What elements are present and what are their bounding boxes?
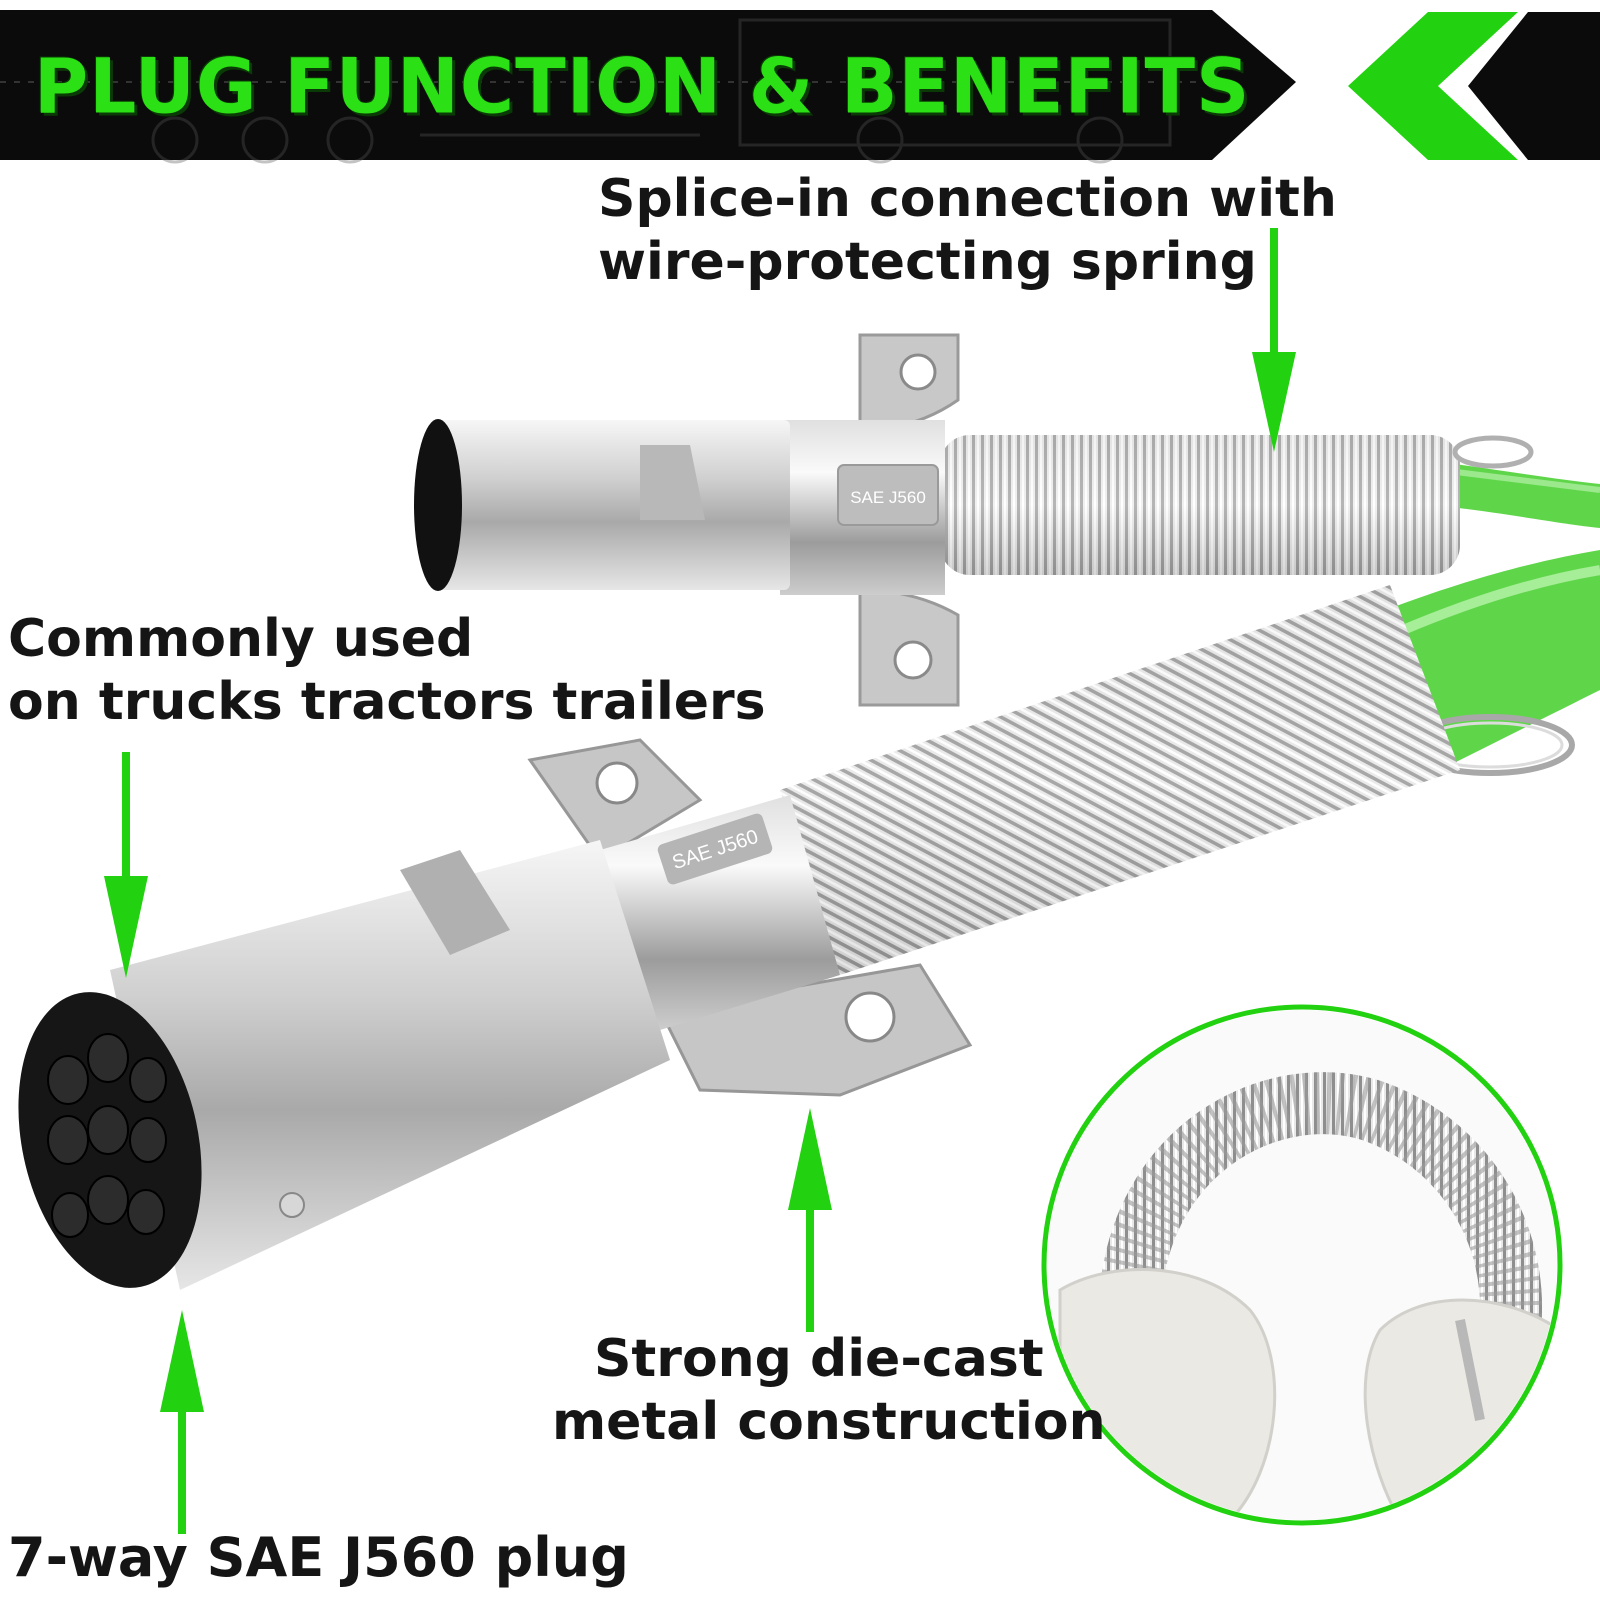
- callout-line: Commonly used: [8, 609, 474, 669]
- callout-line: metal construction: [552, 1392, 1106, 1453]
- splice-connection-callout: Splice-in connection with wire-protectin…: [598, 168, 1337, 295]
- chevron-left-icon: [1348, 12, 1600, 160]
- header-banner: [0, 10, 1296, 164]
- arrow-down-icon: [104, 752, 148, 978]
- callout-line: Splice-in connection with: [598, 169, 1337, 229]
- arrow-down-icon: [1252, 228, 1296, 452]
- construction-callout: Strong die-cast metal construction: [532, 1328, 1106, 1455]
- plug-type-callout: 7-way SAE J560 plug: [8, 1526, 629, 1589]
- lower-plug-image: SAE J560: [18, 550, 1600, 1290]
- arrow-up-icon: [788, 1108, 832, 1332]
- upper-plug-image: SAE J560: [414, 333, 1600, 707]
- callout-line: on trucks tractors trailers: [8, 672, 766, 733]
- upper-plate-label: SAE J560: [850, 488, 926, 507]
- callout-line: wire-protecting spring: [598, 232, 1257, 293]
- spring-flex-detail-image: [1041, 1004, 1563, 1526]
- arrow-up-icon: [160, 1310, 204, 1534]
- usage-callout: Commonly used on trucks tractors trailer…: [8, 608, 766, 735]
- callout-line: Strong die-cast: [593, 1329, 1044, 1389]
- banner-title: PLUG FUNCTION & BENEFITS: [34, 43, 1251, 131]
